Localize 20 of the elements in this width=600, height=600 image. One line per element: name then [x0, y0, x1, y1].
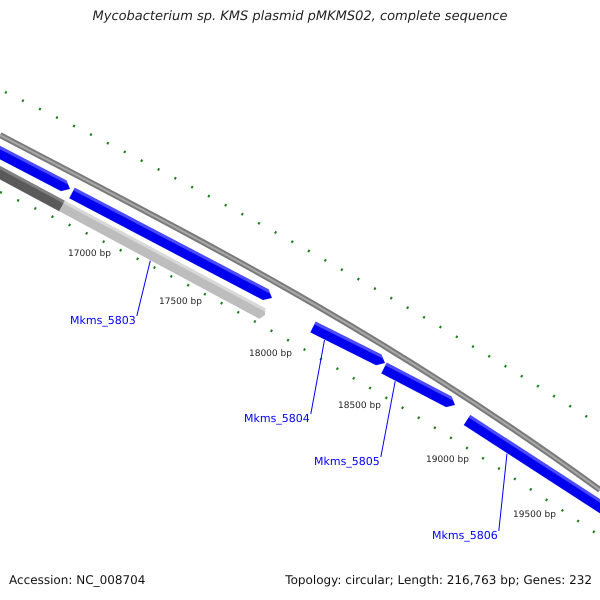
gene-label: Mkms_5805 [314, 455, 380, 468]
footer-text: Accession: NC_008704 [9, 573, 146, 587]
gene-block [381, 362, 455, 408]
scale-label: 19500 bp [513, 510, 556, 520]
scale-label: 17500 bp [159, 297, 202, 307]
leader-line [136, 260, 151, 316]
title: Mycobacterium sp. KMS plasmid pMKMS02, complete sequence [92, 9, 508, 24]
leader-line [498, 453, 508, 532]
gene-label: Mkms_5803 [70, 314, 136, 327]
footer-text: Topology: circular; Length: 216,763 bp; Genes: 232 [285, 573, 592, 587]
leader-line [310, 340, 325, 414]
scale-label: 18500 bp [338, 401, 381, 411]
gene-label: Mkms_5806 [432, 529, 498, 542]
gene-block [0, 164, 65, 212]
leader-line [380, 380, 396, 458]
scale-label: 17000 bp [68, 249, 111, 259]
gene-block [310, 322, 385, 366]
scale-label: 18000 bp [249, 349, 292, 359]
scale-label: 19000 bp [426, 455, 469, 465]
gene-label: Mkms_5804 [244, 412, 310, 425]
